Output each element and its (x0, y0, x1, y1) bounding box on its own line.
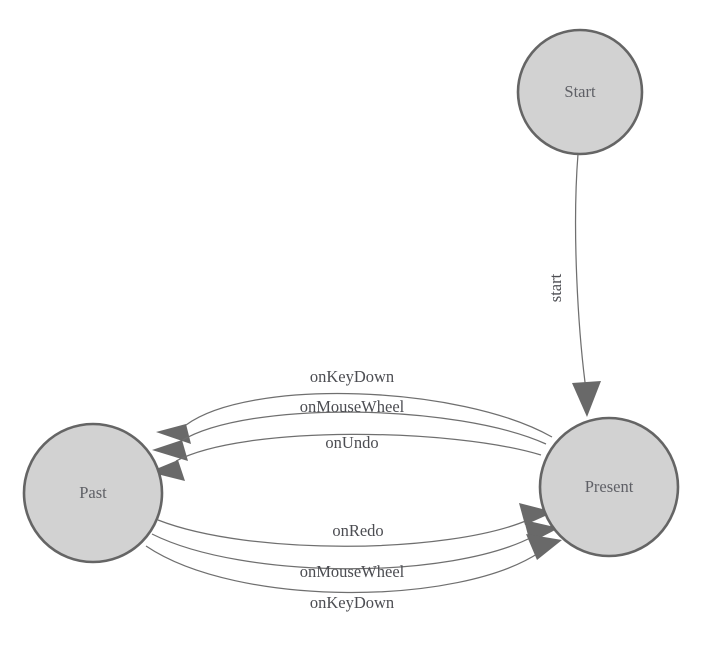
node-start-circle (516, 28, 644, 156)
node-past[interactable]: Past (22, 422, 164, 564)
edge-past-present-onredo[interactable]: onRedo (157, 503, 554, 547)
edge-present-past-onmousewheel-label: onMouseWheel (300, 397, 405, 416)
edge-past-present-onredo-arrowhead (519, 503, 554, 525)
edge-present-past-onkeydown-arrowhead (156, 424, 191, 444)
edge-past-present-onkeydown[interactable]: onKeyDown (145, 534, 562, 612)
edge-present-past-onmousewheel-arrowhead (152, 440, 188, 461)
edge-present-past-onundo-path (175, 433, 542, 462)
node-present[interactable]: Present (538, 416, 680, 558)
edge-present-past-onkeydown-path (185, 392, 553, 438)
node-start-label: Start (564, 82, 596, 101)
edge-past-present-onkeydown-arrowhead (526, 534, 562, 560)
node-past-label: Past (79, 483, 107, 502)
edge-start-label: start (546, 273, 565, 302)
edge-past-present-onredo-path (157, 519, 529, 547)
edge-present-past-onkeydown[interactable]: onKeyDown (156, 367, 553, 444)
edge-present-past-onundo-label: onUndo (325, 433, 378, 452)
edge-present-past-onundo-arrowhead (149, 460, 185, 481)
edge-past-present-onkeydown-label: onKeyDown (310, 593, 394, 612)
node-start[interactable]: Start (516, 28, 644, 156)
edge-present-past-onkeydown-label: onKeyDown (310, 367, 394, 386)
edge-present-past-onundo[interactable]: onUndo (149, 433, 542, 481)
edge-past-present-onredo-label: onRedo (332, 521, 383, 540)
edge-start[interactable]: start (546, 153, 601, 417)
edge-past-present-onmousewheel-path (151, 533, 535, 570)
edge-past-present-onmousewheel-label: onMouseWheel (300, 562, 405, 581)
node-present-circle (538, 416, 680, 558)
node-past-circle (22, 422, 164, 564)
edge-past-present-onkeydown-path (145, 545, 541, 594)
edge-present-past-onmousewheel[interactable]: onMouseWheel (152, 397, 547, 461)
edge-present-past-onmousewheel-path (180, 411, 547, 445)
edge-start-arrowhead (572, 381, 601, 417)
node-present-label: Present (585, 477, 634, 496)
edge-start-path (574, 153, 587, 391)
